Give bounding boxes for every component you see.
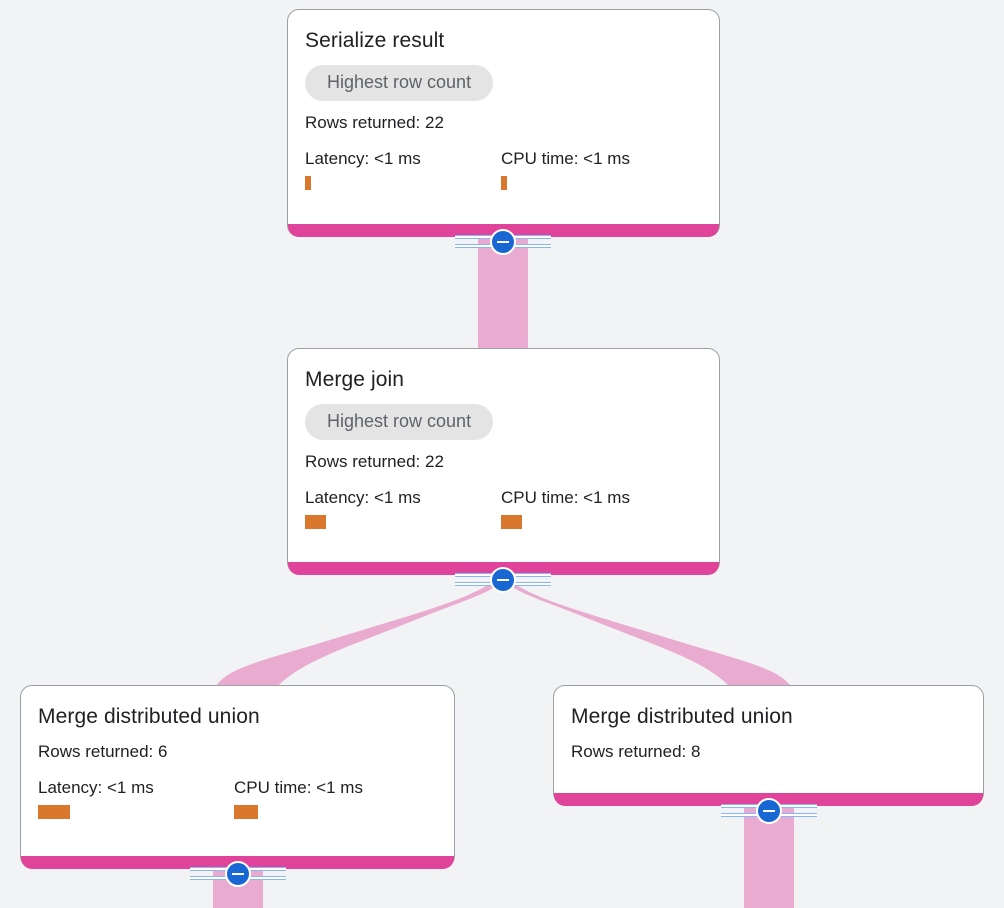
metric-label: CPU time: <1 ms (501, 488, 630, 507)
minus-circle-icon[interactable] (756, 798, 782, 824)
rows-returned-text: Rows returned: 22 (305, 113, 444, 132)
metrics-row: Latency: <1 ms CPU time: <1 ms (305, 148, 702, 190)
node-merge-distributed-union-left[interactable]: Merge distributed union Rows returned: 6… (20, 685, 455, 868)
metric-latency: Latency: <1 ms (305, 148, 501, 190)
metric-label: Latency: <1 ms (38, 778, 154, 797)
toggle-merge-distributed-union-left[interactable] (190, 861, 286, 887)
rows-returned-text: Rows returned: 6 (38, 742, 168, 761)
edge-mergejoin-to-left-union (215, 578, 502, 688)
node-merge-join[interactable]: Merge join Highest row count Rows return… (287, 348, 720, 574)
rows-returned-text: Rows returned: 8 (571, 742, 701, 761)
cpu-time-bar (234, 805, 258, 819)
status-badge: Highest row count (305, 404, 494, 440)
node-title: Merge distributed union (571, 705, 793, 728)
metrics-row: Latency: <1 ms CPU time: <1 ms (38, 777, 437, 819)
node-merge-distributed-union-right[interactable]: Merge distributed union Rows returned: 8 (553, 685, 984, 805)
node-title: Merge distributed union (38, 705, 260, 728)
metric-cpu-time: CPU time: <1 ms (234, 777, 430, 819)
node-body: Merge distributed union Rows returned: 6… (21, 686, 454, 833)
edge-mergejoin-to-right-union (505, 578, 792, 688)
metric-cpu-time: CPU time: <1 ms (501, 487, 697, 529)
status-badge: Highest row count (305, 65, 494, 101)
node-title: Serialize result (305, 29, 445, 52)
node-body: Merge distributed union Rows returned: 8 (554, 686, 983, 777)
latency-bar (305, 176, 311, 190)
metric-cpu-time: CPU time: <1 ms (501, 148, 697, 190)
toggle-serialize-result[interactable] (455, 229, 551, 255)
cpu-time-bar (501, 176, 507, 190)
metric-label: Latency: <1 ms (305, 488, 421, 507)
metric-latency: Latency: <1 ms (305, 487, 501, 529)
node-body: Merge join Highest row count Rows return… (288, 349, 719, 543)
minus-circle-icon[interactable] (490, 229, 516, 255)
node-body: Serialize result Highest row count Rows … (288, 10, 719, 204)
metric-label: CPU time: <1 ms (234, 778, 363, 797)
latency-bar (305, 515, 326, 529)
metric-label: CPU time: <1 ms (501, 149, 630, 168)
toggle-merge-distributed-union-right[interactable] (721, 798, 817, 824)
rows-returned-text: Rows returned: 22 (305, 452, 444, 471)
metrics-row: Latency: <1 ms CPU time: <1 ms (305, 487, 702, 529)
toggle-merge-join[interactable] (455, 567, 551, 593)
minus-circle-icon[interactable] (225, 861, 251, 887)
minus-circle-icon[interactable] (490, 567, 516, 593)
latency-bar (38, 805, 70, 819)
node-serialize-result[interactable]: Serialize result Highest row count Rows … (287, 9, 720, 237)
metric-label: Latency: <1 ms (305, 149, 421, 168)
cpu-time-bar (501, 515, 522, 529)
metric-latency: Latency: <1 ms (38, 777, 234, 819)
node-title: Merge join (305, 368, 405, 391)
